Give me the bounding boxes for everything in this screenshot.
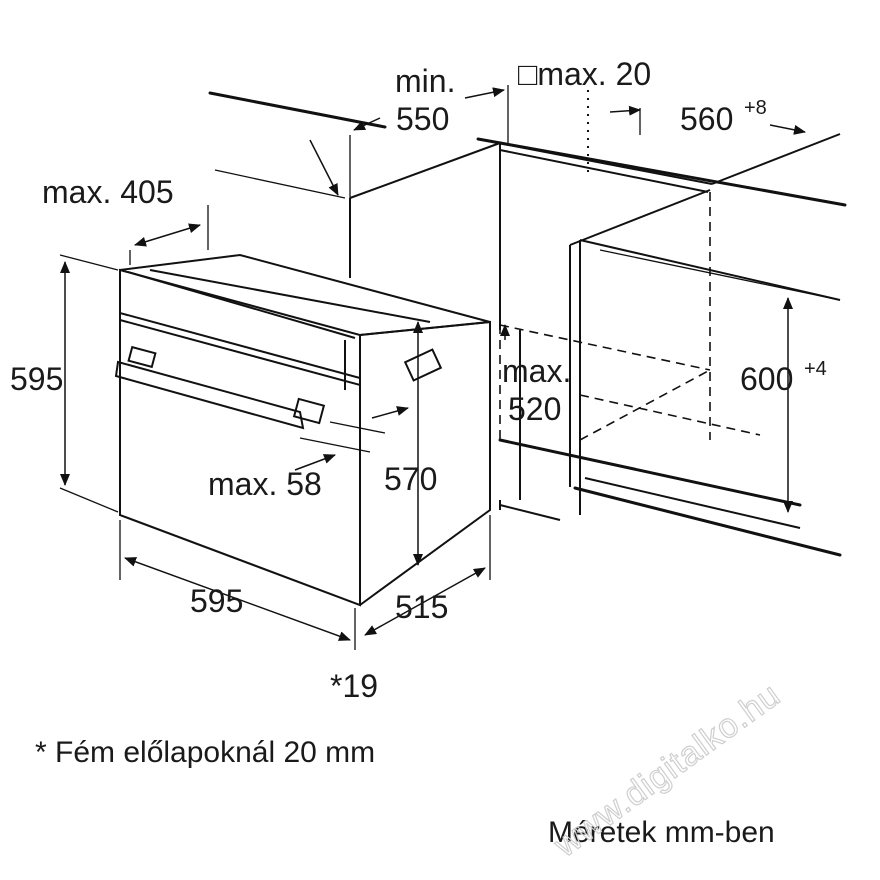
ext-58-a bbox=[329, 421, 386, 434]
footnote-metal-front: * Fém előlapoknál 20 mm bbox=[35, 736, 375, 769]
arrow-58-out bbox=[294, 454, 336, 471]
niche-top-inner bbox=[499, 149, 709, 193]
label-min: min. bbox=[395, 63, 455, 99]
oven-handle-bracket-right bbox=[292, 397, 326, 425]
niche-base-left bbox=[499, 504, 561, 521]
arrow-405 bbox=[134, 223, 201, 247]
niche-floor-right bbox=[573, 486, 842, 557]
niche-floor-back-hidden bbox=[499, 324, 711, 371]
dimension-arrows bbox=[60, 87, 806, 641]
label-600-tolerance: +4 bbox=[804, 358, 827, 380]
niche-right-top bbox=[569, 189, 711, 246]
oven-front-inner-top bbox=[127, 271, 356, 339]
arrow-515 bbox=[364, 567, 486, 636]
oven-front-panel bbox=[119, 268, 361, 607]
label-560-tolerance: +8 bbox=[744, 97, 767, 119]
oven-control-strip bbox=[119, 311, 361, 387]
label-600: 600 bbox=[740, 361, 793, 397]
label-515: 515 bbox=[395, 589, 448, 625]
niche-top-front bbox=[497, 142, 713, 185]
arrow-58-in bbox=[371, 406, 409, 419]
label-560: 560 bbox=[680, 101, 733, 137]
arrow-405-leader bbox=[309, 139, 339, 196]
niche-floor-diag-hidden bbox=[579, 369, 711, 441]
niche-left-top bbox=[349, 142, 501, 199]
arrow-560-right bbox=[769, 124, 806, 135]
dimension-labels: min. 550 □max. 20 560 +8 max. 405 595 60… bbox=[10, 56, 827, 704]
ext-405-top bbox=[214, 169, 346, 199]
label-520: 520 bbox=[508, 391, 561, 427]
label-max-520-prefix: max. bbox=[502, 353, 571, 389]
label-570: 570 bbox=[384, 461, 437, 497]
ext-58-b bbox=[299, 437, 371, 453]
oven-handle bbox=[114, 360, 305, 430]
arrow-560-left bbox=[609, 105, 641, 116]
cabinet-niche bbox=[208, 91, 847, 557]
niche-floor-front bbox=[498, 438, 802, 507]
arrow-550-left bbox=[353, 117, 381, 131]
oven-side-face bbox=[359, 320, 491, 606]
oven-side-bracket bbox=[403, 348, 443, 382]
worktop-left-edge bbox=[208, 91, 387, 129]
label-max-20: □max. 20 bbox=[518, 56, 651, 92]
extension-lines bbox=[59, 85, 841, 650]
oven bbox=[114, 253, 491, 607]
label-595-height: 595 bbox=[10, 361, 63, 397]
niche-floor-front-hidden bbox=[579, 394, 761, 436]
label-595-width: 595 bbox=[190, 583, 243, 619]
oven-handle-bracket-left bbox=[127, 345, 157, 369]
ext-595-top bbox=[59, 254, 119, 271]
oven-top-back-edge bbox=[149, 269, 431, 323]
label-max-58: max. 58 bbox=[208, 466, 322, 502]
ext-595-bottom bbox=[59, 487, 119, 513]
label-550: 550 bbox=[396, 101, 449, 137]
niche-top-right bbox=[711, 133, 841, 185]
arrow-595-width bbox=[124, 557, 351, 641]
niche-floor-right-inner bbox=[584, 477, 801, 529]
ext-600-top bbox=[599, 249, 841, 301]
units-note: Méretek mm-ben bbox=[548, 816, 775, 849]
label-max-405: max. 405 bbox=[42, 174, 174, 210]
arrow-550-right bbox=[464, 87, 505, 99]
label-19: *19 bbox=[330, 668, 378, 704]
